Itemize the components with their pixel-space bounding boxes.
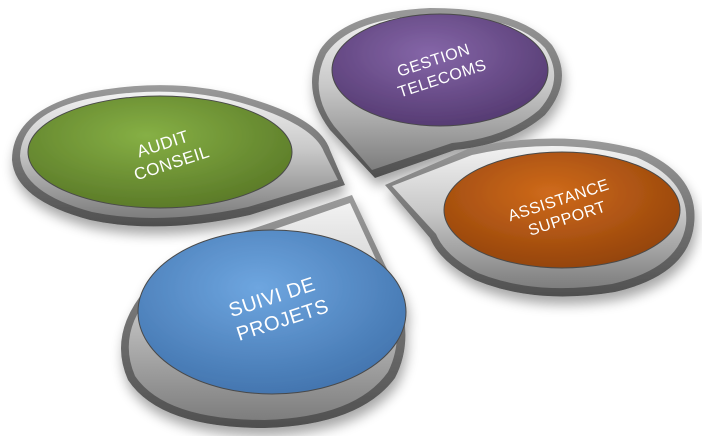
petal-disc — [27, 95, 293, 209]
petal-disc — [137, 229, 407, 395]
petal-gestion-telecoms: GESTION TELECOMS — [312, 8, 562, 178]
petal-assistance-support: ASSISTANCE SUPPORT — [385, 138, 695, 297]
petal-disc — [331, 13, 549, 127]
petal-audit-conseil: AUDIT CONSEIL — [12, 85, 345, 227]
petal-suivi-de-projets: SUIVI DE PROJETS — [120, 195, 407, 428]
petal-disc — [443, 151, 681, 269]
